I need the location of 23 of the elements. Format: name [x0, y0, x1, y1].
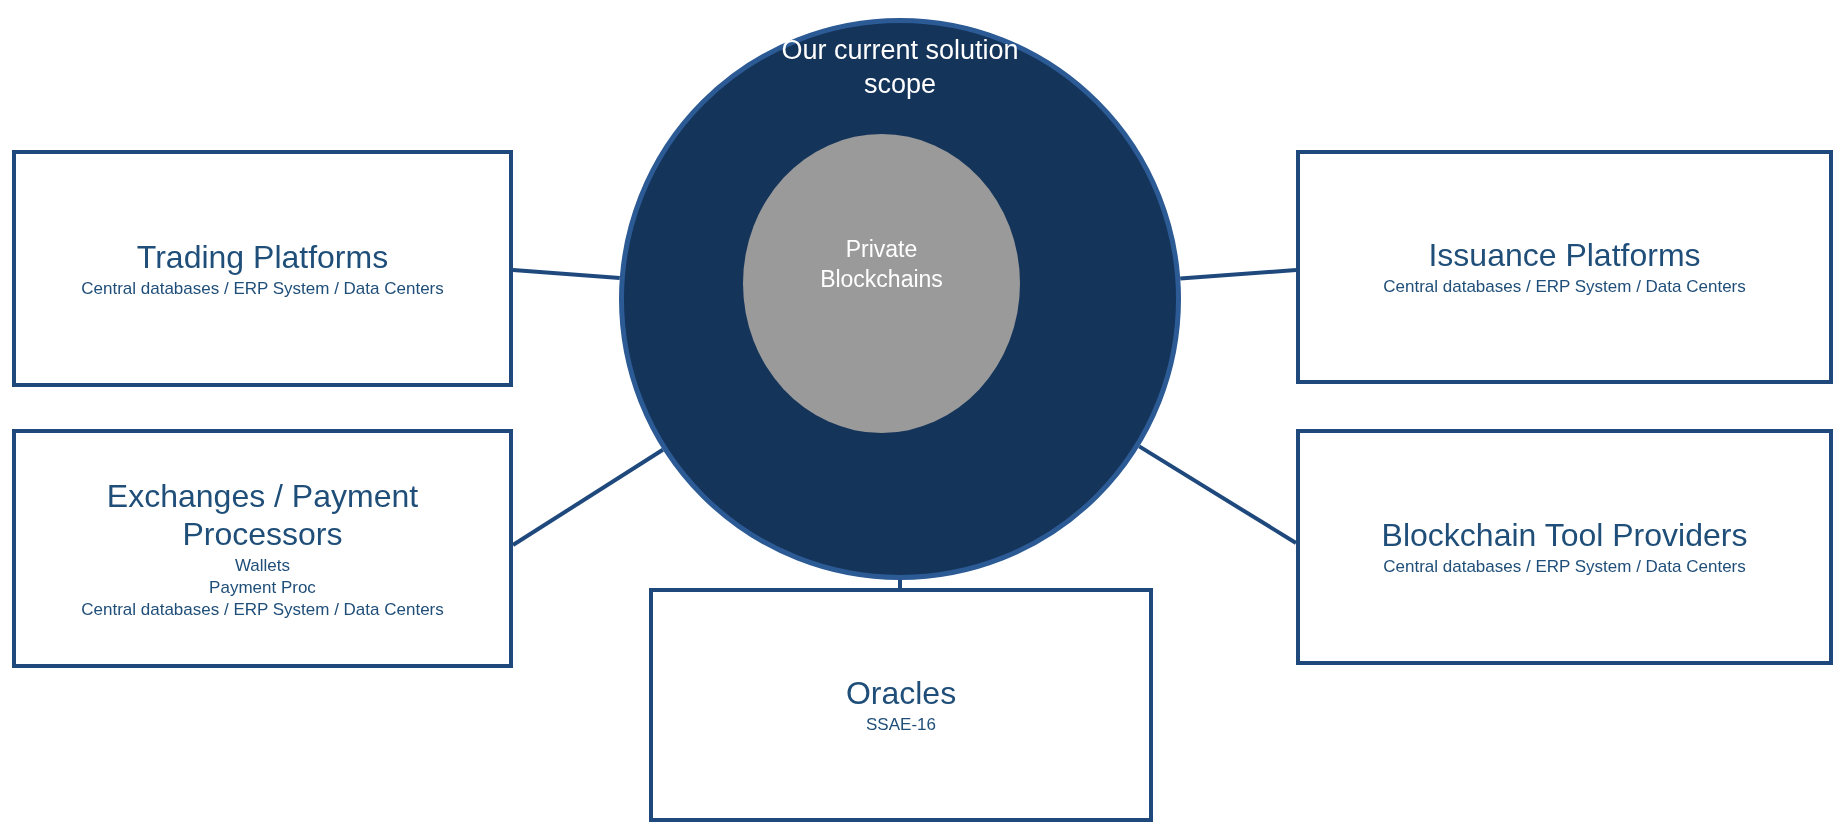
box-detail: SSAE-16: [866, 714, 936, 736]
box-title: Blockchain Tool Providers: [1381, 516, 1748, 554]
connector-line: [512, 268, 620, 280]
box-detail: Central databases / ERP System / Data Centers: [1383, 276, 1746, 298]
category-box: [1296, 429, 1833, 665]
connector-line: [898, 580, 902, 588]
box-detail: Wallets: [234, 554, 291, 577]
category-box: [1296, 150, 1833, 384]
box-detail: Central databases / ERP System / Data Centers: [81, 598, 444, 621]
category-box: [12, 150, 513, 387]
box-detail: Central databases / ERP System / Data Centers: [81, 277, 444, 300]
box-title: Oracles: [845, 674, 957, 712]
category-box: [649, 588, 1153, 822]
connector-line: [1138, 444, 1298, 545]
box-title: Trading Platforms: [136, 237, 389, 276]
category-box: [12, 429, 513, 668]
circle-heading: Our current solution scope: [780, 34, 1020, 101]
ellipse-label: Private Blockchains: [819, 234, 944, 294]
box-title: Exchanges / Payment Processors: [105, 476, 420, 553]
box-title: Issuance Platforms: [1428, 236, 1701, 274]
box-detail: Payment Proc: [209, 576, 316, 599]
connector-line: [1180, 268, 1297, 281]
box-detail: Central databases / ERP System / Data Centers: [1383, 556, 1746, 578]
